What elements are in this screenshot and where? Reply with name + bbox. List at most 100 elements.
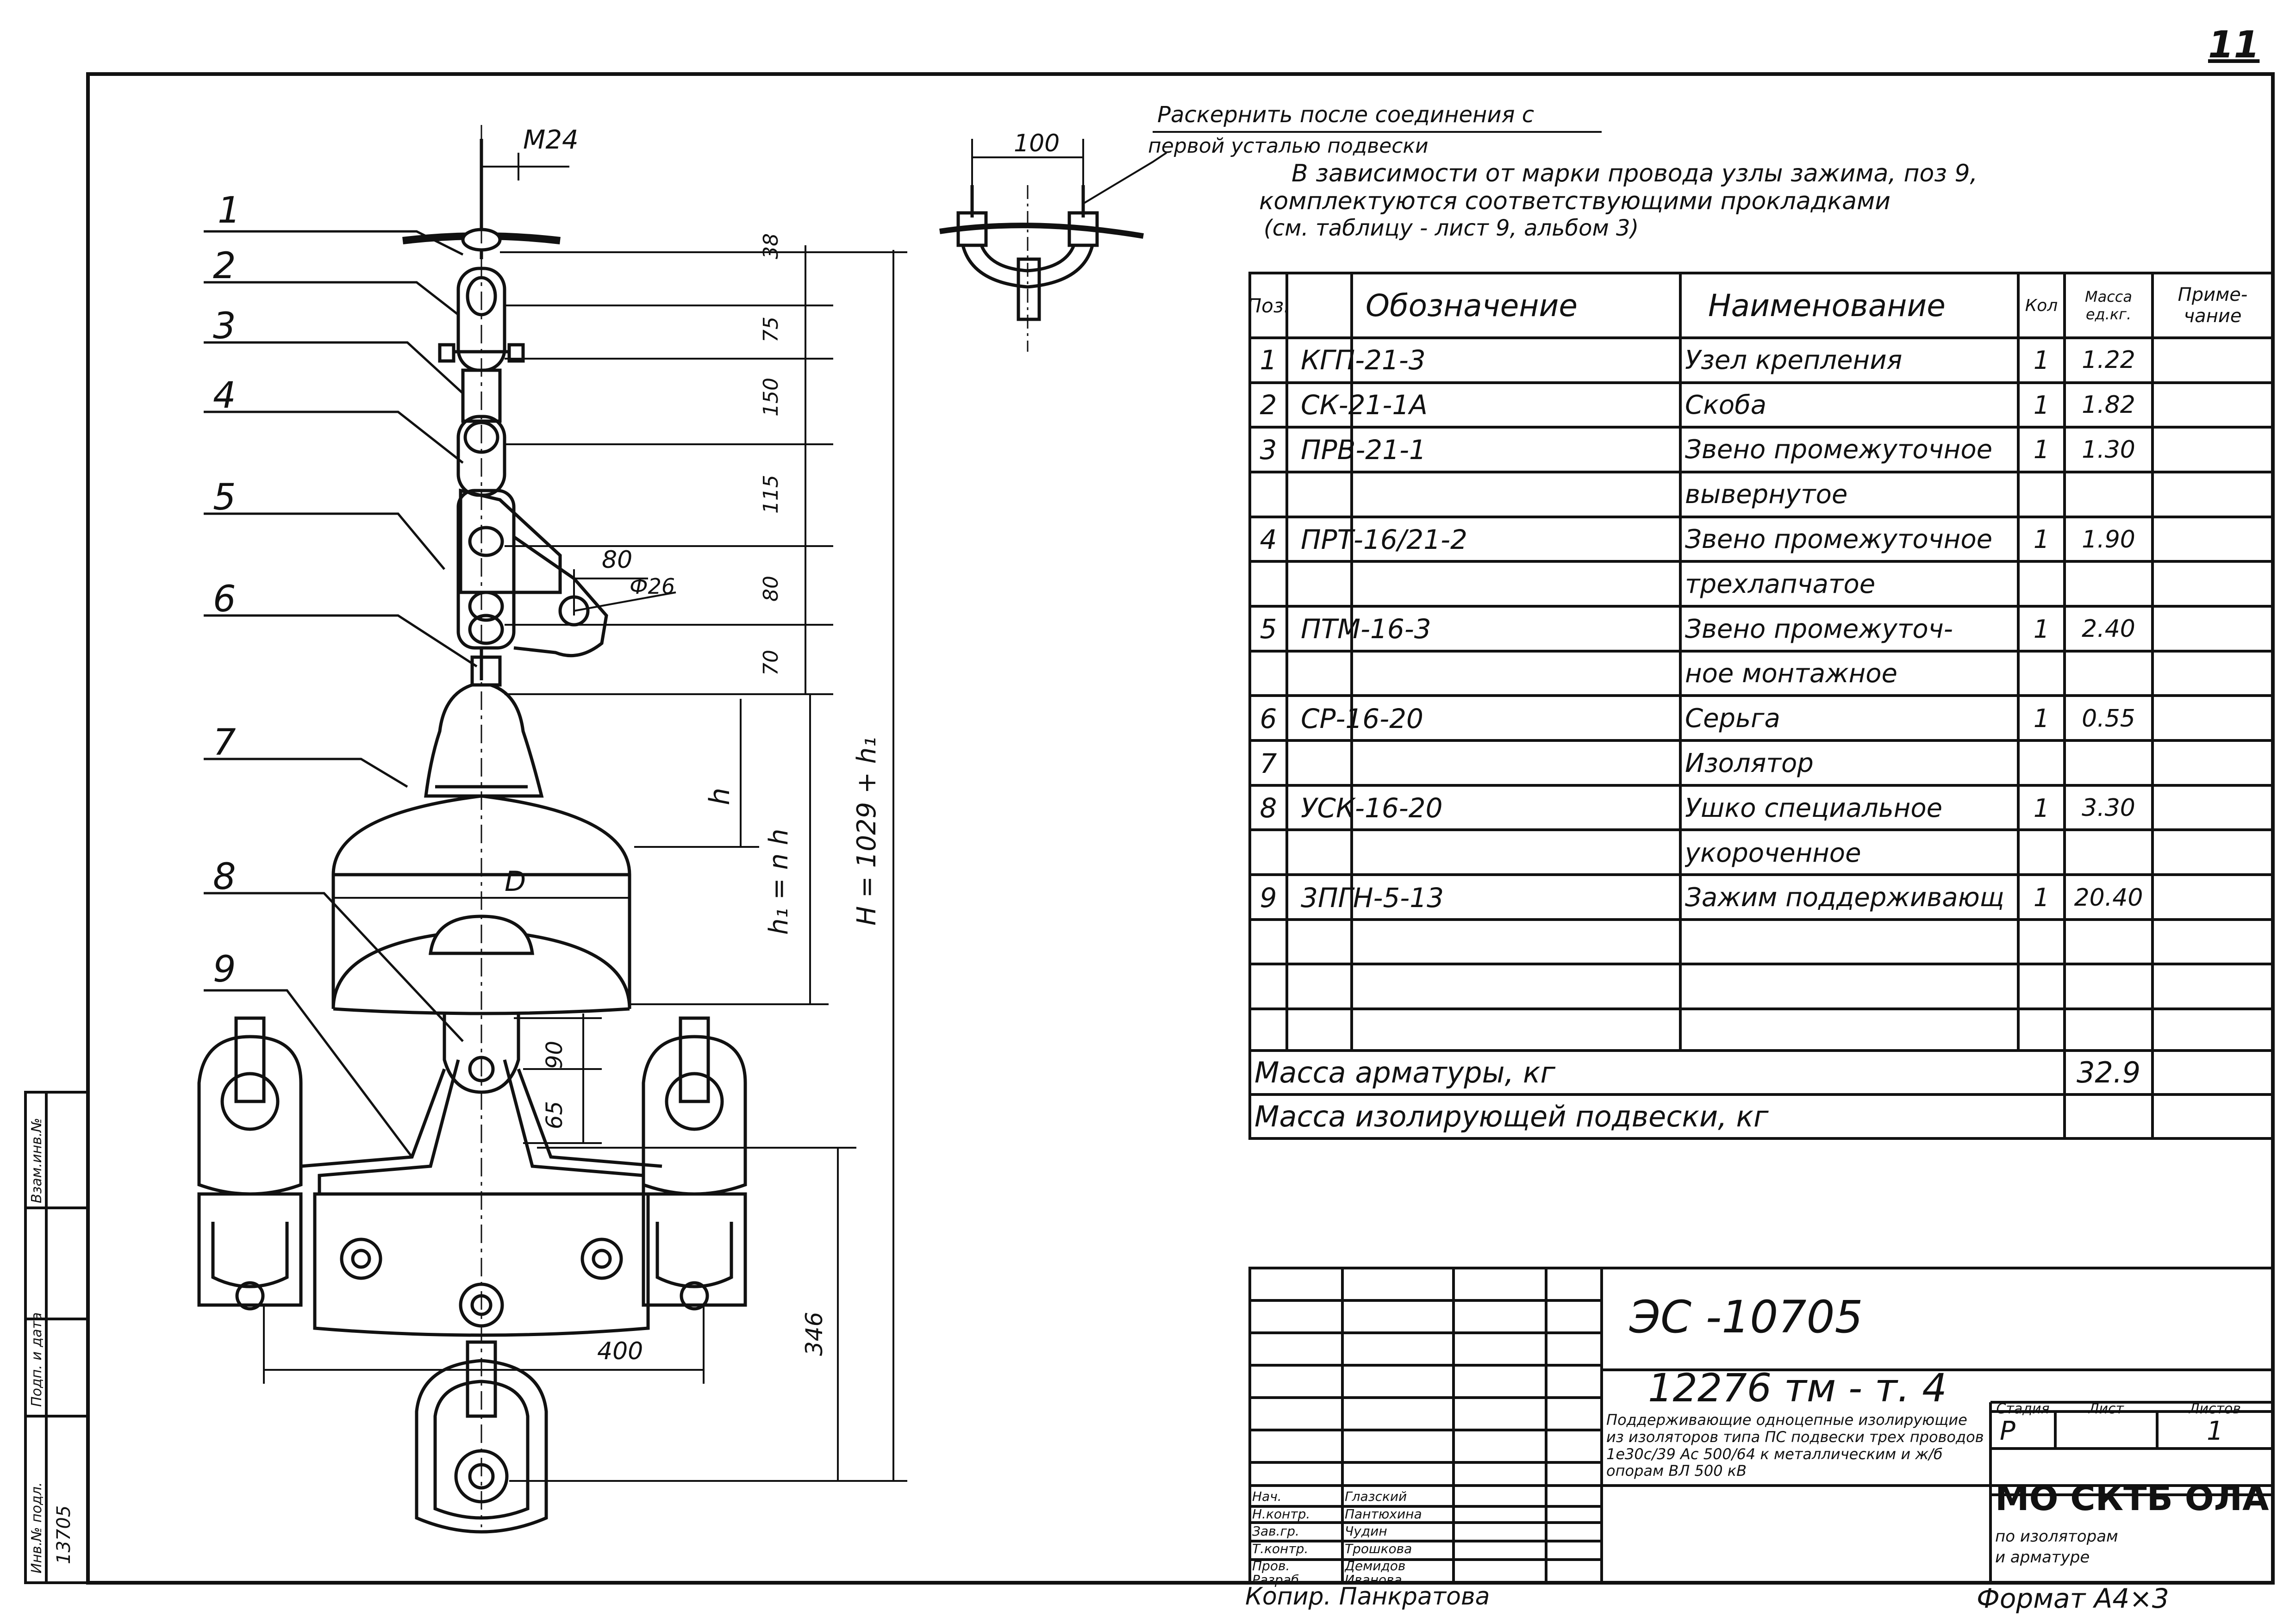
table-cell (2065, 920, 2152, 965)
callout-8: 8 (213, 856, 236, 898)
table-cell (1301, 920, 1676, 965)
dim-75: 75 (759, 317, 783, 342)
table-cell (2152, 1010, 2273, 1055)
staff-role: Разраб. (1252, 1572, 1304, 1587)
table-cell: Звено промежуточное (1685, 435, 1993, 465)
left-strip (24, 1091, 89, 1584)
table-cell: Звено промежуточ- (1685, 614, 1953, 644)
dim-D: D (505, 865, 526, 898)
table-cell: СР-16-20 (1301, 703, 1423, 734)
dim-H: H = 1029 + h₁ (852, 737, 882, 926)
note-line-5: (см. таблицу - лист 9, альбом 3) (1264, 215, 1639, 241)
sheet-label: Лист (2088, 1402, 2124, 1415)
table-cell (2152, 696, 2273, 741)
col-header-mass: Масса ед.кг. (2084, 288, 2132, 323)
left-strip-inv-value: 13705 (53, 1505, 75, 1564)
table-cell: Зажим поддерживающ (1685, 883, 2004, 913)
sheet-number: 11 (2208, 23, 2260, 66)
dim-70: 70 (759, 650, 783, 676)
table-cell (2018, 741, 2065, 786)
dim-150: 150 (759, 378, 783, 417)
callout-2: 2 (213, 245, 236, 287)
col-header-name: Наименование (1708, 287, 1946, 323)
table-cell (1301, 652, 1676, 696)
table-cell (2152, 428, 2273, 473)
stage-value: Р (2000, 1416, 2015, 1446)
table-cell (2152, 607, 2273, 652)
table-cell: ное монтажное (1685, 659, 1897, 689)
table-cell: 1 (2033, 345, 2050, 375)
note-line-2: первой усталью подвески (1148, 134, 1429, 158)
staff-role: Пров. (1252, 1558, 1290, 1573)
table-row-pos: 2 (1260, 389, 1277, 421)
table-cell: 1.82 (2082, 391, 2135, 419)
table-cell (2152, 472, 2273, 517)
dim-400: 400 (597, 1337, 643, 1365)
table-cell (2152, 965, 2273, 1010)
table-cell (2152, 876, 2273, 920)
table-cell: 3ПГН-5-13 (1301, 882, 1444, 914)
table-cell: 3.30 (2082, 794, 2135, 822)
note-line-1: Раскернить после соединения с (1157, 102, 1535, 128)
table-cell (2065, 472, 2152, 517)
table-cell: 2.40 (2082, 615, 2135, 643)
table-row-pos (1250, 652, 1287, 696)
note-line-3: В зависимости от марки провода узлы зажи… (1292, 160, 1978, 187)
table-cell (2018, 831, 2065, 876)
dim-80: 80 (602, 546, 633, 574)
table-cell (1301, 562, 1676, 607)
stage-label: Стадия (1996, 1402, 2050, 1415)
table-cell (2152, 383, 2273, 428)
table-row-pos (1250, 965, 1287, 1010)
sheets-value: 1 (2207, 1416, 2223, 1446)
table-row-pos: 4 (1260, 523, 1277, 555)
callout-9: 9 (213, 949, 236, 990)
mass-armature-label: Масса арматуры, кг (1254, 1056, 1556, 1089)
table-row-pos (1250, 562, 1287, 607)
table-cell: 1 (2033, 704, 2050, 734)
table-cell: 1 (2033, 793, 2050, 823)
table-cell (1301, 472, 1676, 517)
table-row-pos: 1 (1260, 344, 1277, 376)
table-cell: вывернутое (1685, 479, 1848, 510)
callout-5: 5 (213, 477, 236, 518)
table-cell (2018, 1010, 2065, 1055)
table-row-pos (1250, 831, 1287, 876)
table-cell: 1.22 (2082, 346, 2135, 374)
callout-3: 3 (213, 305, 236, 347)
table-cell (2065, 965, 2152, 1010)
left-strip-sign-label: Подп. и дата (29, 1312, 45, 1407)
table-row-pos (1250, 1010, 1287, 1055)
clamp-detail (939, 131, 1602, 352)
spec-table-grid (1248, 272, 2274, 1140)
callout-7: 7 (213, 722, 236, 764)
mass-insulating-value (2065, 1094, 2152, 1138)
title-block-grid (1248, 1267, 2274, 1584)
assembly-drawing (197, 139, 747, 1534)
table-cell: 1 (2033, 390, 2050, 420)
table-cell (2065, 652, 2152, 696)
table-cell (2152, 517, 2273, 562)
mass-insulating-label: Масса изолирующей подвески, кг (1254, 1100, 1769, 1133)
table-row-pos (1250, 472, 1287, 517)
table-cell: 1 (2033, 883, 2050, 913)
table-cell (2152, 562, 2273, 607)
table-cell: 20.40 (2074, 883, 2143, 912)
col-header-designation: Обозначение (1366, 287, 1578, 323)
col-header-qty: Кол (2025, 296, 2058, 315)
table-cell (2018, 920, 2065, 965)
table-row-pos: 5 (1260, 613, 1277, 645)
table-cell: 0.55 (2082, 704, 2135, 733)
dim-100: 100 (1014, 130, 1060, 157)
dim-h1: h₁ = n h (764, 828, 794, 935)
table-cell: КГП-21-3 (1301, 344, 1426, 376)
table-cell (2018, 472, 2065, 517)
table-cell: ПРВ-21-1 (1301, 434, 1426, 466)
staff-name: Демидов (1345, 1558, 1406, 1573)
staff-role: Т.контр. (1252, 1541, 1309, 1556)
dim-346: 346 (801, 1312, 828, 1356)
table-cell (1685, 1010, 2018, 1055)
doc-code: ЭС -10705 (1629, 1291, 1863, 1343)
table-cell (2152, 831, 2273, 876)
